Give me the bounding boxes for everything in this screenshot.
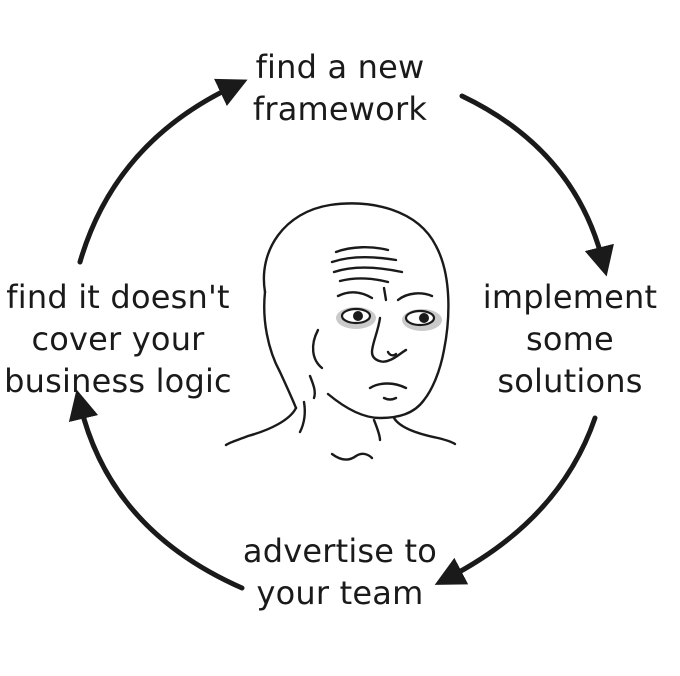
head-outline (262, 202, 450, 420)
shoulder-right (392, 416, 457, 446)
shoulder-left (224, 406, 298, 447)
step-label-right: implement some solutions (470, 276, 670, 402)
step-right-line-2: some (526, 320, 614, 358)
step-label-bottom: advertise to your team (190, 530, 490, 614)
step-right-line-1: implement (482, 278, 658, 316)
step-top-line-1: find a new (255, 48, 425, 86)
pupil-left (353, 311, 363, 321)
collarbone (330, 452, 374, 461)
ear-line (311, 328, 324, 370)
eyebrow-right (396, 292, 434, 302)
mouth (368, 382, 408, 390)
chin-crease (382, 396, 398, 401)
step-top-line-2: framework (252, 90, 428, 128)
pupil-right (419, 313, 429, 323)
arrow-left-to-top (77, 78, 248, 265)
head-left-side (263, 290, 298, 410)
step-label-left: find it doesn't cover your business logi… (0, 276, 236, 402)
step-left-line-2: cover your (31, 320, 205, 358)
step-bottom-line-2: your team (256, 574, 424, 612)
neck-line (298, 400, 306, 434)
nose (370, 316, 408, 363)
step-bottom-line-1: advertise to (242, 532, 438, 570)
forehead-wrinkle-4 (338, 277, 390, 284)
forehead-wrinkle-1 (334, 246, 390, 254)
forehead-wrinkle-3 (332, 266, 404, 274)
step-label-top: find a new framework (190, 46, 490, 130)
arrow-top-to-right (459, 93, 614, 277)
arrow-right-to-bottom (434, 415, 598, 585)
forehead-wrinkle-2 (330, 256, 398, 264)
nostril (386, 350, 398, 357)
neck-crease (372, 418, 382, 442)
brow-crease (382, 286, 388, 302)
arrow-bottom-to-left (68, 389, 245, 591)
eyebrow-left (336, 291, 374, 300)
step-right-line-3: solutions (497, 362, 643, 400)
step-left-line-1: find it doesn't (6, 278, 230, 316)
jaw-line (308, 374, 316, 400)
step-left-line-3: business logic (4, 362, 232, 400)
